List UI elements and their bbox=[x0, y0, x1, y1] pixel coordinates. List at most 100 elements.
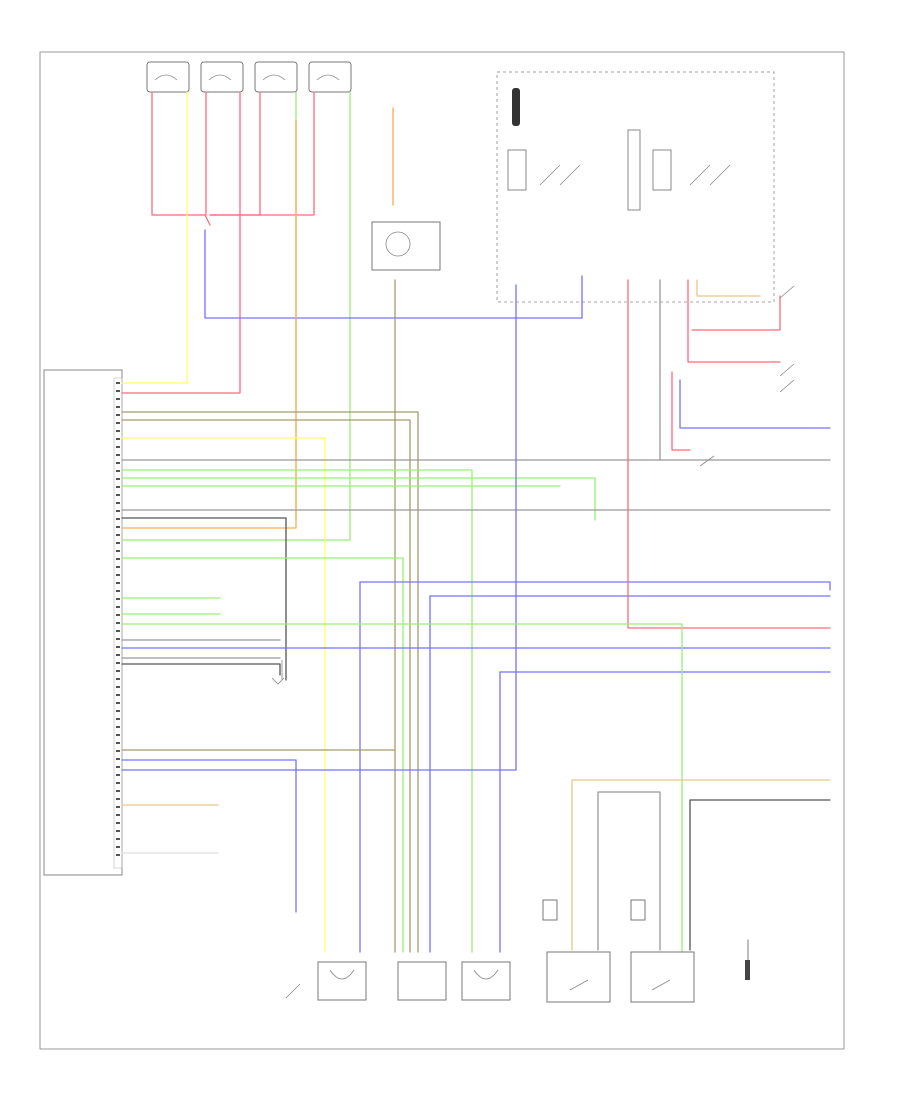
wire-red-r bbox=[627, 279, 831, 629]
ecm-pin bbox=[116, 670, 120, 672]
ecm-pin bbox=[116, 574, 120, 576]
ecm-pin bbox=[116, 406, 120, 408]
ecm-pin bbox=[116, 790, 120, 792]
ecm-pins bbox=[116, 382, 120, 856]
ecm-pin bbox=[116, 462, 120, 464]
ecm-pin bbox=[116, 502, 120, 504]
wire-tan-b bbox=[571, 779, 831, 951]
ecm-pin bbox=[116, 694, 120, 696]
diagram-frame bbox=[39, 51, 845, 1050]
ecm-pin bbox=[116, 614, 120, 616]
top-sensor-group bbox=[146, 61, 352, 93]
ecm-pin bbox=[116, 798, 120, 800]
solenoid-connector bbox=[397, 961, 447, 1001]
ecm-pin bbox=[116, 750, 120, 752]
connector-plug bbox=[542, 899, 558, 921]
wire-darkgray-1 bbox=[121, 517, 287, 681]
switch-box bbox=[546, 951, 611, 1003]
ground-icon bbox=[271, 660, 285, 685]
ecm-pin bbox=[116, 718, 120, 720]
ecm-pin bbox=[116, 646, 120, 648]
wire-gray-b bbox=[597, 791, 661, 951]
ecm-pin bbox=[116, 558, 120, 560]
fuse-icon bbox=[512, 88, 520, 126]
wire-red-sw1 bbox=[691, 295, 781, 331]
ecm-pin bbox=[116, 782, 120, 784]
ecm-pin bbox=[116, 510, 120, 512]
bottom-components bbox=[285, 899, 750, 1003]
ecm-pin bbox=[116, 622, 120, 624]
wire-blue-sw bbox=[679, 379, 831, 429]
ecm-pin bbox=[116, 534, 120, 536]
ecm-pin bbox=[116, 854, 120, 856]
wire-green-4 bbox=[121, 477, 596, 521]
wire-red-sw2 bbox=[687, 279, 781, 363]
switch-icon bbox=[699, 285, 795, 467]
ecm-pin bbox=[116, 710, 120, 712]
ecm-pin bbox=[116, 398, 120, 400]
ecm-pin bbox=[116, 678, 120, 680]
sensor-connector-icon bbox=[461, 961, 511, 1001]
wire-red-c bbox=[209, 91, 261, 216]
ecm-pin bbox=[116, 542, 120, 544]
ecm-pin bbox=[116, 470, 120, 472]
wire-green-r bbox=[121, 623, 683, 953]
ecm-pin bbox=[116, 606, 120, 608]
ecm-pin bbox=[116, 830, 120, 832]
switch-box bbox=[630, 951, 695, 1003]
wires-layer bbox=[121, 91, 831, 961]
ecm-pin bbox=[116, 662, 120, 664]
sensor-connector-icon bbox=[254, 61, 298, 93]
ecm-pin bbox=[116, 382, 120, 384]
ecm-pin bbox=[116, 822, 120, 824]
ecm-pin bbox=[116, 390, 120, 392]
switch-icon bbox=[285, 983, 301, 999]
wire-blue-ecm bbox=[121, 759, 297, 913]
wire-red-d bbox=[209, 91, 315, 216]
ecm-pin bbox=[116, 454, 120, 456]
ecm-pin bbox=[116, 582, 120, 584]
ecm-pin bbox=[116, 846, 120, 848]
ecm-pin bbox=[116, 518, 120, 520]
wire-red-ecm bbox=[121, 91, 241, 394]
wire-yellow-top bbox=[121, 91, 188, 384]
wire-olive-2 bbox=[121, 419, 411, 953]
ecm-pin bbox=[116, 766, 120, 768]
wire-blue-r1 bbox=[359, 581, 831, 591]
ecm-pin bbox=[116, 686, 120, 688]
ecm-pin bbox=[116, 758, 120, 760]
ecm-pin bbox=[116, 726, 120, 728]
ecm-pin bbox=[116, 814, 120, 816]
ecm-pin bbox=[116, 438, 120, 440]
sensor-connector-icon bbox=[308, 61, 352, 93]
wire-yellow-2 bbox=[121, 437, 326, 953]
ecm-pin bbox=[116, 654, 120, 656]
ecm-pin bbox=[116, 742, 120, 744]
relay-module bbox=[371, 221, 441, 271]
ecm-pin bbox=[116, 598, 120, 600]
ecm-pin bbox=[116, 566, 120, 568]
ecm-pin bbox=[116, 478, 120, 480]
ecm-pin bbox=[116, 486, 120, 488]
ecm-pin bbox=[116, 430, 120, 432]
wire-darkgray-b bbox=[689, 799, 831, 951]
ecm-pin bbox=[116, 638, 120, 640]
ecm-pin bbox=[116, 734, 120, 736]
wire-blue-loop bbox=[204, 229, 583, 319]
sensor-connector-icon bbox=[200, 61, 244, 93]
wire-orange-main bbox=[121, 119, 297, 529]
ecm-pin bbox=[116, 526, 120, 528]
ecm-pin bbox=[116, 806, 120, 808]
ecm-pin bbox=[116, 446, 120, 448]
wire-red-a bbox=[151, 91, 211, 226]
switch-icon bbox=[539, 164, 731, 186]
wire-green-3 bbox=[121, 469, 473, 953]
sensor-connector-icon bbox=[317, 961, 367, 1001]
ecm-pin bbox=[116, 838, 120, 840]
wire-red-sw3 bbox=[671, 371, 691, 451]
connector-plug bbox=[630, 899, 646, 921]
wire-green-6 bbox=[121, 557, 404, 953]
ecm-pin bbox=[116, 414, 120, 416]
